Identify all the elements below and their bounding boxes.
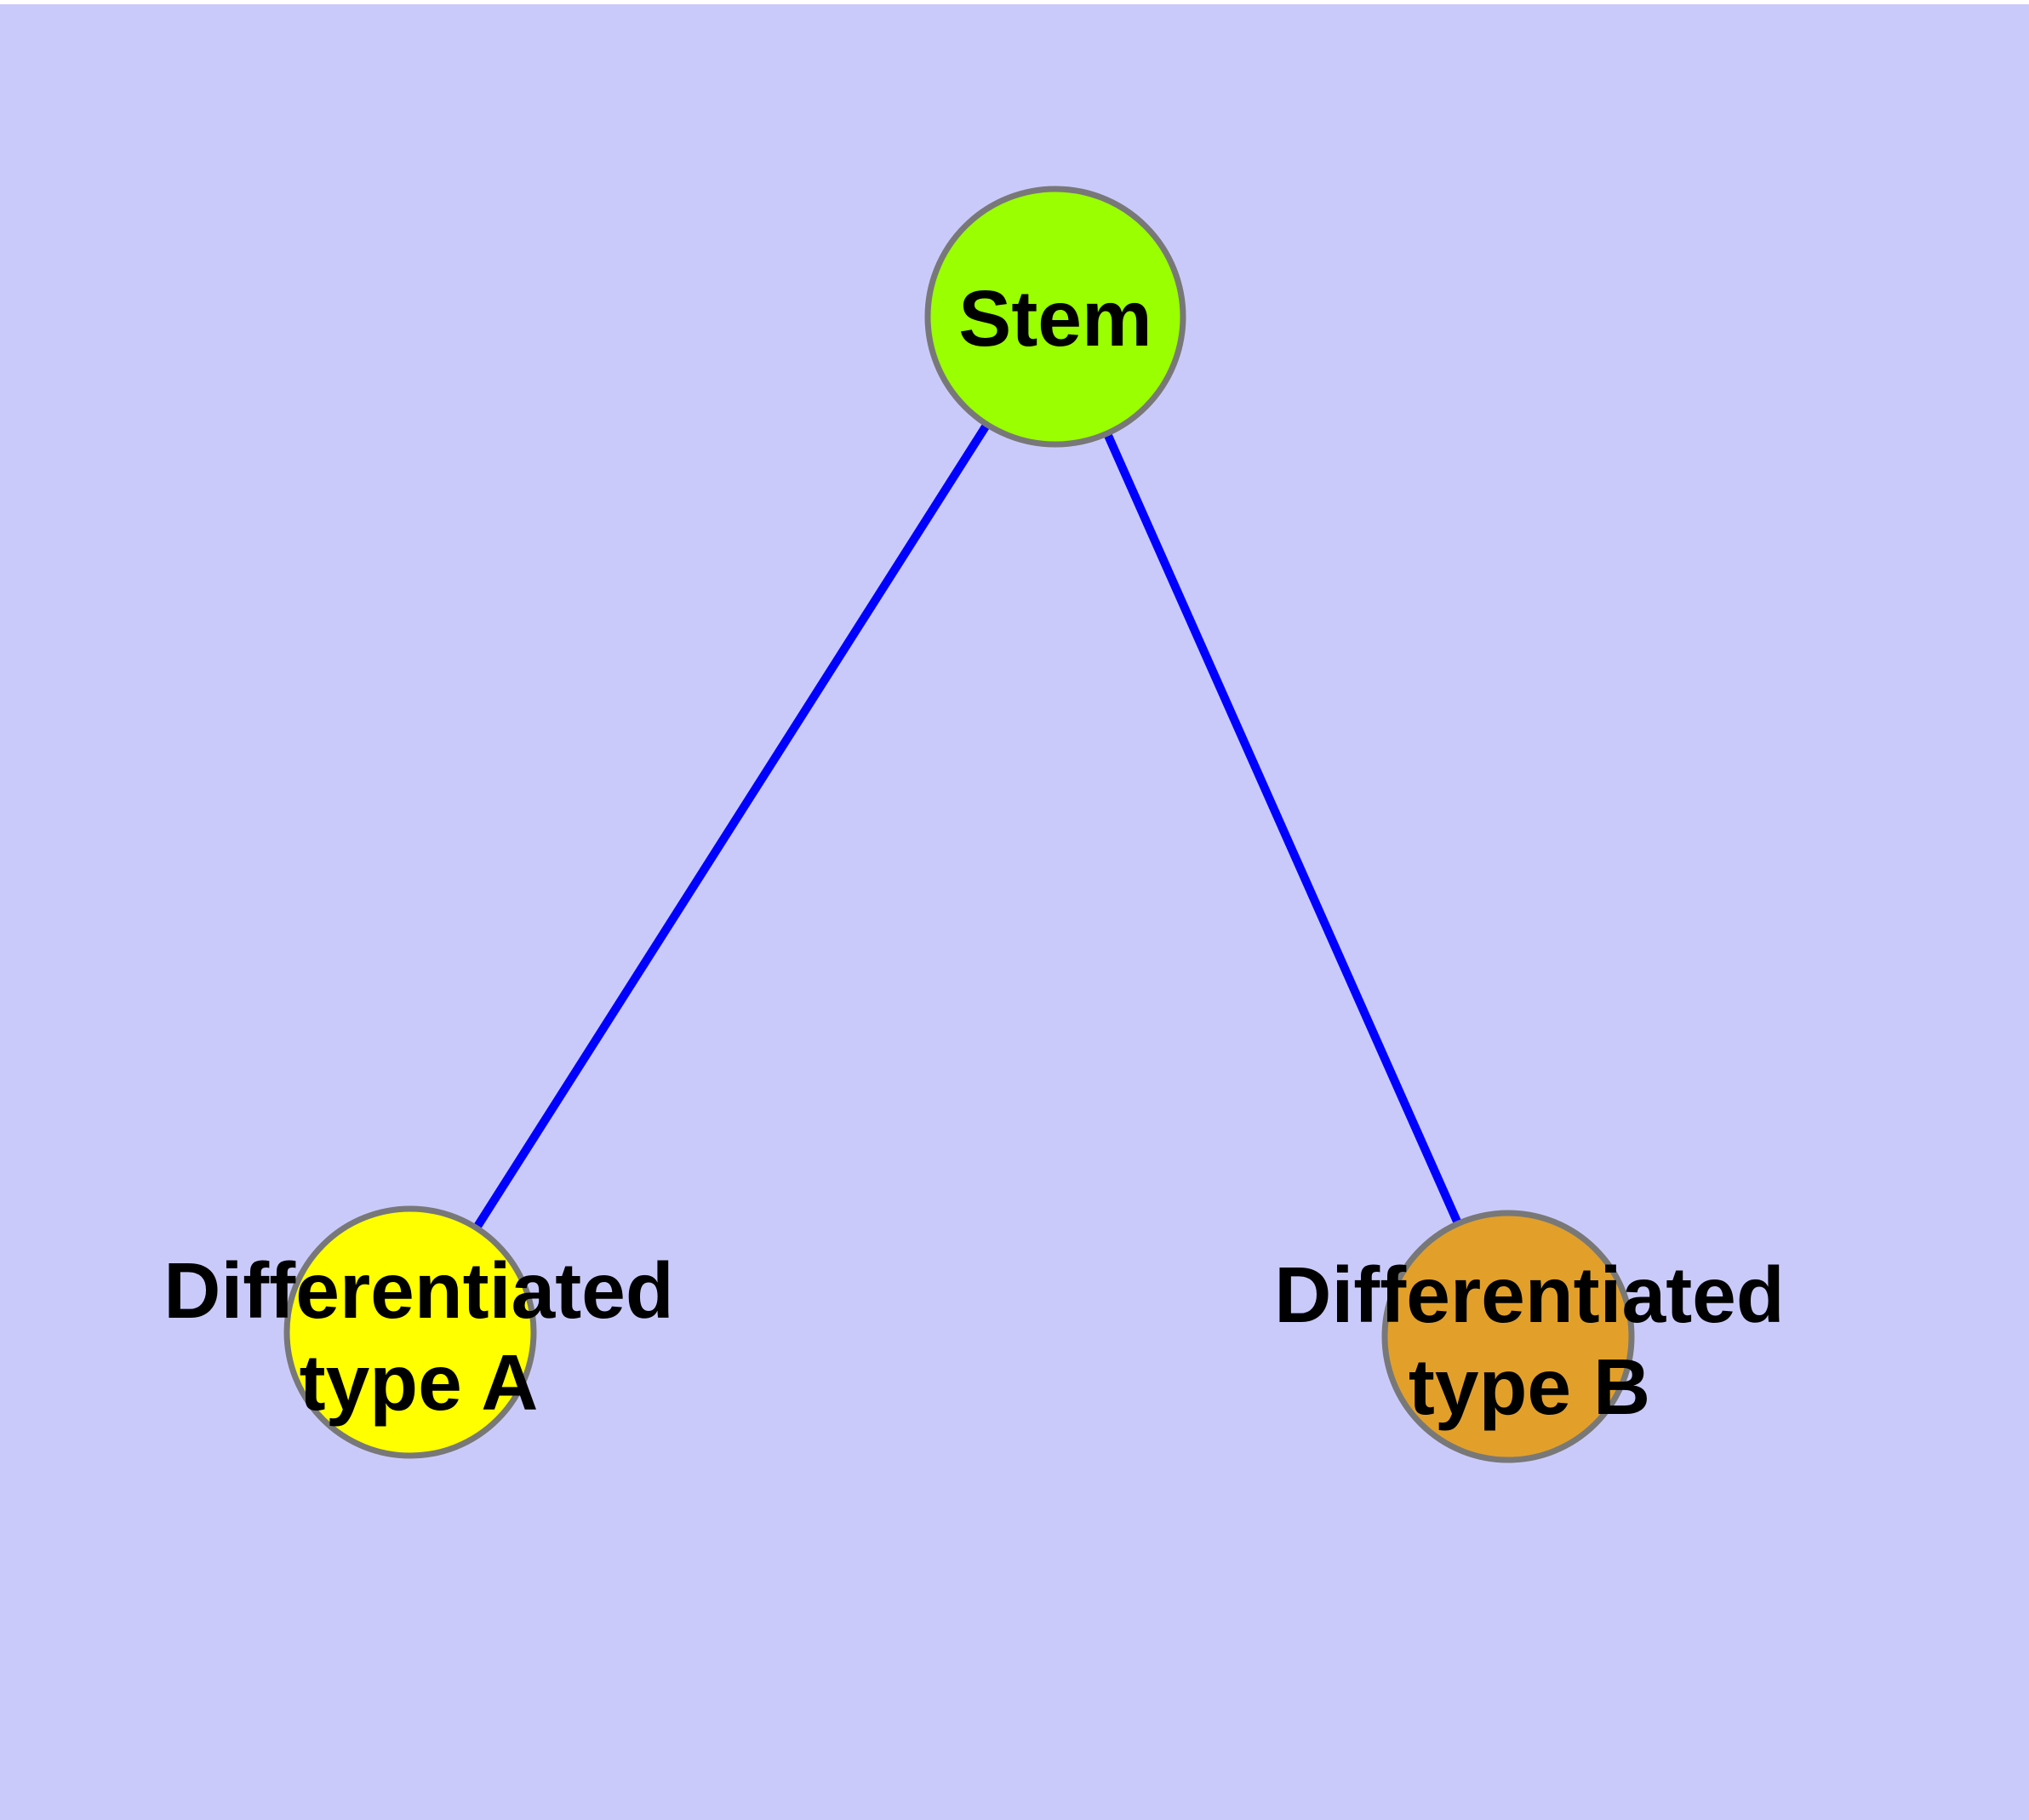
node-stem-label-text: Stem (958, 274, 1152, 363)
node-type-b-label-line1: Differentiated (1274, 1251, 1785, 1339)
node-type-a-label: Differentiated type A (163, 1245, 673, 1428)
node-type-b (1381, 1210, 1635, 1463)
edge-stem-to-type-a (406, 314, 1060, 1335)
node-stem (924, 186, 1186, 448)
node-type-b-label: Differentiated type B (1274, 1249, 1784, 1433)
node-type-a-label-line1: Differentiated (163, 1246, 674, 1335)
node-type-b-label-line2: type B (1408, 1342, 1651, 1431)
edge-stem-to-type-b (1051, 314, 1512, 1339)
node-type-a (283, 1205, 537, 1459)
node-type-a-label-line2: type A (299, 1338, 539, 1427)
node-stem-label: Stem (958, 272, 1152, 364)
